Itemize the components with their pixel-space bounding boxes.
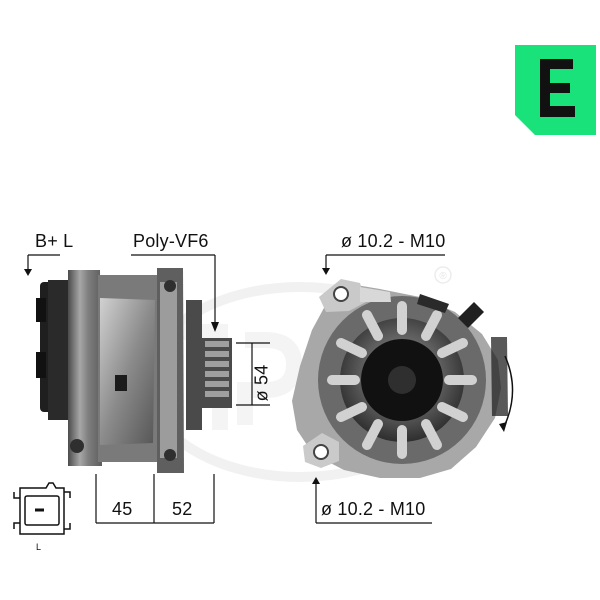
connector-pin-label: L bbox=[36, 542, 42, 552]
rotation-arrow-head bbox=[499, 422, 507, 432]
e-logo-icon bbox=[515, 45, 596, 135]
pulley-diameter-label: ø 54 bbox=[251, 364, 272, 402]
dimension-right-label: 52 bbox=[172, 499, 193, 519]
bottom-thread-label: ø 10.2 - M10 bbox=[321, 499, 426, 519]
rotation-arrow bbox=[502, 355, 514, 430]
connector-icon bbox=[13, 482, 71, 535]
terminal-label: B+ L bbox=[35, 231, 74, 251]
dimension-left-label: 45 bbox=[112, 499, 133, 519]
pulley-label: Poly-VF6 bbox=[133, 231, 209, 251]
svg-text:®: ® bbox=[439, 271, 447, 282]
callout-lines bbox=[27, 254, 445, 524]
top-thread-label: ø 10.2 - M10 bbox=[341, 231, 446, 251]
alternator-rear-view bbox=[292, 279, 508, 478]
alternator-side-view bbox=[36, 268, 232, 473]
